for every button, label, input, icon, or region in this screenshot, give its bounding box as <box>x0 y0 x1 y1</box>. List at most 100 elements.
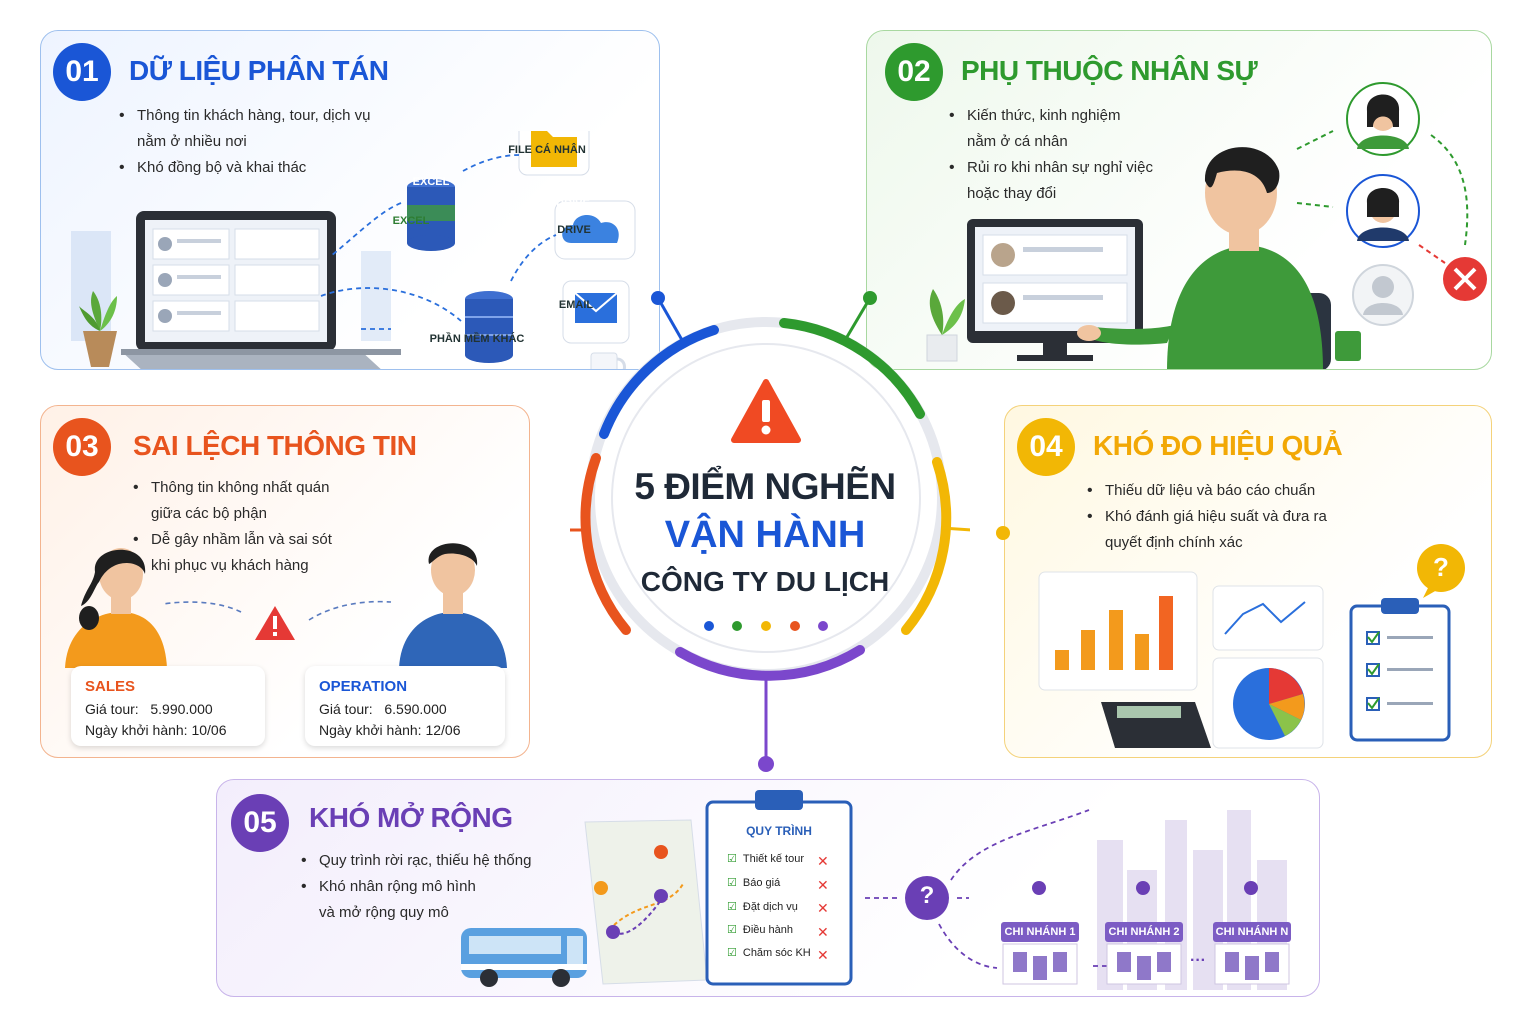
reports-illustration <box>1038 544 1465 749</box>
fail-marks: ✕✕✕✕✕ <box>817 853 829 963</box>
bullet-item: Dễ gây nhầm lẫn và sai sót <box>133 527 332 553</box>
ring-segment-04 <box>901 457 952 635</box>
sales-date-row: Ngày khởi hành: 10/06 <box>85 722 227 738</box>
panel-03-info-mismatch: 03 SAI LỆCH THÔNG TIN Thông tin không nh… <box>40 405 530 758</box>
bullet-item-continuation: nằm ở nhiều nơi <box>137 133 247 150</box>
bullet-list-05: Quy trình rời rạc, thiếu hệ thống Khó nh… <box>301 848 531 926</box>
branch-store-icon <box>1214 881 1290 985</box>
bullet-list-04: Thiếu dữ liệu và báo cáo chuẩn Khó đánh … <box>1087 478 1327 556</box>
employee-icon <box>1077 147 1331 369</box>
dot <box>790 621 800 631</box>
bullet-item-continuation: nằm ở cá nhân <box>967 133 1068 150</box>
dot <box>704 621 714 631</box>
drive-label: DRIVE <box>556 198 590 210</box>
process-step: ☑Đặt dịch vụ <box>727 900 798 914</box>
question-mark: ? <box>919 882 935 909</box>
expansion-arrows <box>865 809 1107 969</box>
other-software-label: PHẦN MỀM KHÁC <box>429 333 525 345</box>
bullet-list-02: Kiến thức, kinh nghiệm nằm ở cá nhân Rủi… <box>949 103 1153 207</box>
process-step: ☑Điều hành <box>727 923 794 937</box>
mug-icon <box>1335 331 1361 361</box>
avatar-icon <box>1346 174 1420 248</box>
bullet-item-continuation: hoặc thay đổi <box>967 185 1057 202</box>
transfer-arrows <box>1296 130 1469 264</box>
sales-title: SALES <box>85 678 136 695</box>
excel-caption: EXCEL <box>392 215 430 227</box>
mug-icon <box>590 352 626 369</box>
bullet-item-continuation: khi phục vụ khách hàng <box>151 557 309 574</box>
scaling-illustration <box>461 790 1290 990</box>
bullet-item-continuation: giữa các bộ phận <box>151 505 267 522</box>
panel-title-05: KHÓ MỞ RỘNG <box>309 802 513 833</box>
dot <box>732 621 742 631</box>
line-chart-icon <box>1212 585 1324 651</box>
bullet-item: Rủi ro khi nhân sự nghỉ việc <box>949 155 1153 181</box>
bullet-item: Thiếu dữ liệu và báo cáo chuẩn <box>1087 478 1327 504</box>
panel-01-scattered-data: 01 DỮ LIỆU PHÂN TÁN Thông tin khách hàng… <box>40 30 660 370</box>
avatar-icon <box>1346 82 1420 156</box>
bullet-item-continuation: quyết định chính xác <box>1105 534 1243 551</box>
hub-title-line2: VẬN HÀNH <box>664 514 866 556</box>
panel-04-hard-to-measure: 04 KHÓ ĐO HIỆU QUẢ Thiếu dữ liệu và báo … <box>1004 405 1492 758</box>
operation-date-row: Ngày khởi hành: 12/06 <box>319 722 461 738</box>
staff-illustration <box>926 82 1487 369</box>
hub-title-line3: CÔNG TY DU LỊCH <box>640 566 890 597</box>
process-step: ☑Báo giá <box>727 876 781 890</box>
branch-label-1: CHI NHÁNH 1 <box>1001 922 1079 942</box>
mismatch-illustration <box>65 543 507 668</box>
close-icon <box>1443 257 1487 301</box>
process-step: ☑Chăm sóc KH <box>727 946 811 960</box>
bullet-item: Kiến thức, kinh nghiệm <box>949 103 1153 129</box>
warning-triangle-icon <box>731 379 801 443</box>
database-icon <box>407 179 455 251</box>
ring-segment-02 <box>779 318 925 419</box>
panel-number-04: 04 <box>1017 418 1075 476</box>
panel-number-01: 01 <box>53 43 111 101</box>
panel-title-03: SAI LỆCH THÔNG TIN <box>133 430 417 461</box>
bullet-list-03: Thông tin không nhất quán giữa các bộ ph… <box>133 475 332 579</box>
laptop-icon <box>121 211 401 369</box>
calculator-icon <box>1101 702 1211 748</box>
branch-store-icon <box>1002 881 1078 985</box>
dot <box>761 621 771 631</box>
question-mark: ? <box>1433 552 1449 582</box>
process-step: ☑Thiết kế tour <box>727 852 805 866</box>
bullet-item: Khó nhân rộng mô hình <box>301 874 531 900</box>
operation-person-icon <box>399 543 507 668</box>
panel-title-01: DỮ LIỆU PHÂN TÁN <box>129 55 389 86</box>
operation-card: OPERATION Giá tour: 6.590.000 Ngày khởi … <box>305 666 505 746</box>
panel-title-04: KHÓ ĐO HIỆU QUẢ <box>1093 430 1343 461</box>
bullet-item: Thông tin khách hàng, tour, dịch vụ <box>119 103 371 129</box>
ring-segment-03 <box>580 453 631 635</box>
panel-02-staff-dependency: 02 PHỤ THUỘC NHÂN SỰ Kiến thức, kinh ngh… <box>866 30 1492 370</box>
center-hub <box>570 291 970 772</box>
panel-number-02: 02 <box>885 43 943 101</box>
operation-price-row: Giá tour: 6.590.000 <box>319 701 447 717</box>
question-bubble-icon <box>1417 544 1465 598</box>
panel-number-03: 03 <box>53 418 111 476</box>
panel-title-02: PHỤ THUỘC NHÂN SỰ <box>961 55 1258 86</box>
avatar-icon <box>1352 264 1414 326</box>
connector-dot-04 <box>996 526 1010 540</box>
bullet-item: Quy trình rời rạc, thiếu hệ thống <box>301 848 531 874</box>
bullet-list-01: Thông tin khách hàng, tour, dịch vụ nằm … <box>119 103 371 181</box>
process-title: QUY TRÌNH <box>746 824 812 838</box>
dot <box>818 621 828 631</box>
plant-icon <box>926 289 965 362</box>
pie-chart-icon <box>1212 657 1324 749</box>
email-icon <box>562 280 630 344</box>
email-label: EMAIL <box>558 299 594 311</box>
branch-store-icon <box>1106 881 1182 985</box>
operation-title: OPERATION <box>319 678 408 695</box>
bullet-item: Thông tin không nhất quán <box>133 475 332 501</box>
ring-segment-01 <box>599 325 719 439</box>
process-clipboard <box>705 790 853 986</box>
question-circle-icon <box>905 876 949 920</box>
map-icon <box>584 819 708 985</box>
plant-icon <box>79 291 117 367</box>
folder-icon <box>518 131 590 176</box>
checklist-icon <box>1349 598 1451 742</box>
data-sources-illustration <box>71 131 636 369</box>
panel-05-hard-to-scale: 05 KHÓ MỞ RỘNG Quy trình rời rạc, thiếu … <box>216 779 1320 997</box>
